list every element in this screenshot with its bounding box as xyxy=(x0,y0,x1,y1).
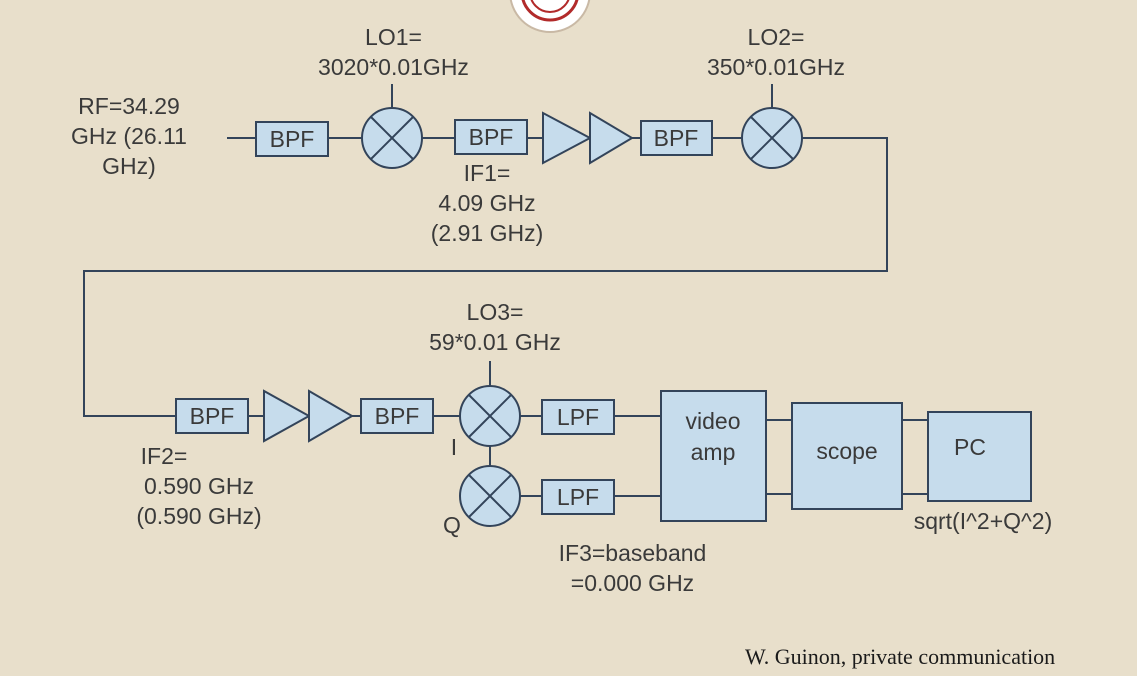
amplifier-3-icon xyxy=(263,389,312,443)
bpf-filter-2: BPF xyxy=(454,119,528,155)
svg-text:BPF: BPF xyxy=(654,125,699,151)
if3-label: IF3=baseband =0.000 GHz xyxy=(558,540,707,596)
signal-wires xyxy=(83,84,928,497)
lo2-label: LO2= 350*0.01GHz xyxy=(706,24,846,80)
if2-label: IF2= 0.590 GHz (0.590 GHz) xyxy=(136,443,262,529)
svg-text:LPF: LPF xyxy=(557,404,599,430)
rf-label: RF=34.29 GHz (26.11 GHz) xyxy=(71,93,187,179)
i-channel-label: I xyxy=(450,434,458,460)
lpf-filter-q: LPF xyxy=(541,479,615,515)
bpf-filter-4: BPF xyxy=(175,398,249,434)
svg-text:BPF: BPF xyxy=(469,124,514,150)
mixer-1-icon xyxy=(361,107,423,169)
q-channel-label: Q xyxy=(443,512,461,538)
pc-block: PC xyxy=(927,411,1032,502)
institution-logo xyxy=(509,0,591,33)
svg-text:amp: amp xyxy=(691,439,736,465)
svg-text:BPF: BPF xyxy=(270,126,315,152)
lo1-label: LO1= 3020*0.01GHz xyxy=(318,24,469,80)
credit-text: W. Guinon, private communication xyxy=(745,644,1056,669)
amplifier-4-icon xyxy=(308,389,354,443)
amplifier-2-icon xyxy=(589,111,634,165)
sqrt-label: sqrt(I^2+Q^2) xyxy=(913,508,1053,534)
bpf-filter-3: BPF xyxy=(640,120,713,156)
svg-text:BPF: BPF xyxy=(190,403,235,429)
svg-text:BPF: BPF xyxy=(375,403,420,429)
bpf-filter-1: BPF xyxy=(255,121,329,157)
svg-text:PC: PC xyxy=(954,434,986,460)
svg-text:scope: scope xyxy=(816,438,877,464)
if1-label: IF1= 4.09 GHz (2.91 GHz) xyxy=(430,160,544,246)
scope-block: scope xyxy=(791,402,903,510)
lpf-filter-i: LPF xyxy=(541,399,615,435)
amplifier-1-icon xyxy=(542,111,593,165)
video-amp-block: video amp xyxy=(660,390,767,522)
mixer-q-icon xyxy=(459,465,521,527)
mixer-i-icon xyxy=(459,385,521,447)
lo3-label: LO3= 59*0.01 GHz xyxy=(429,299,561,355)
mixer-2-icon xyxy=(741,107,803,169)
svg-text:LPF: LPF xyxy=(557,484,599,510)
bpf-filter-5: BPF xyxy=(360,398,434,434)
svg-text:video: video xyxy=(686,408,741,434)
